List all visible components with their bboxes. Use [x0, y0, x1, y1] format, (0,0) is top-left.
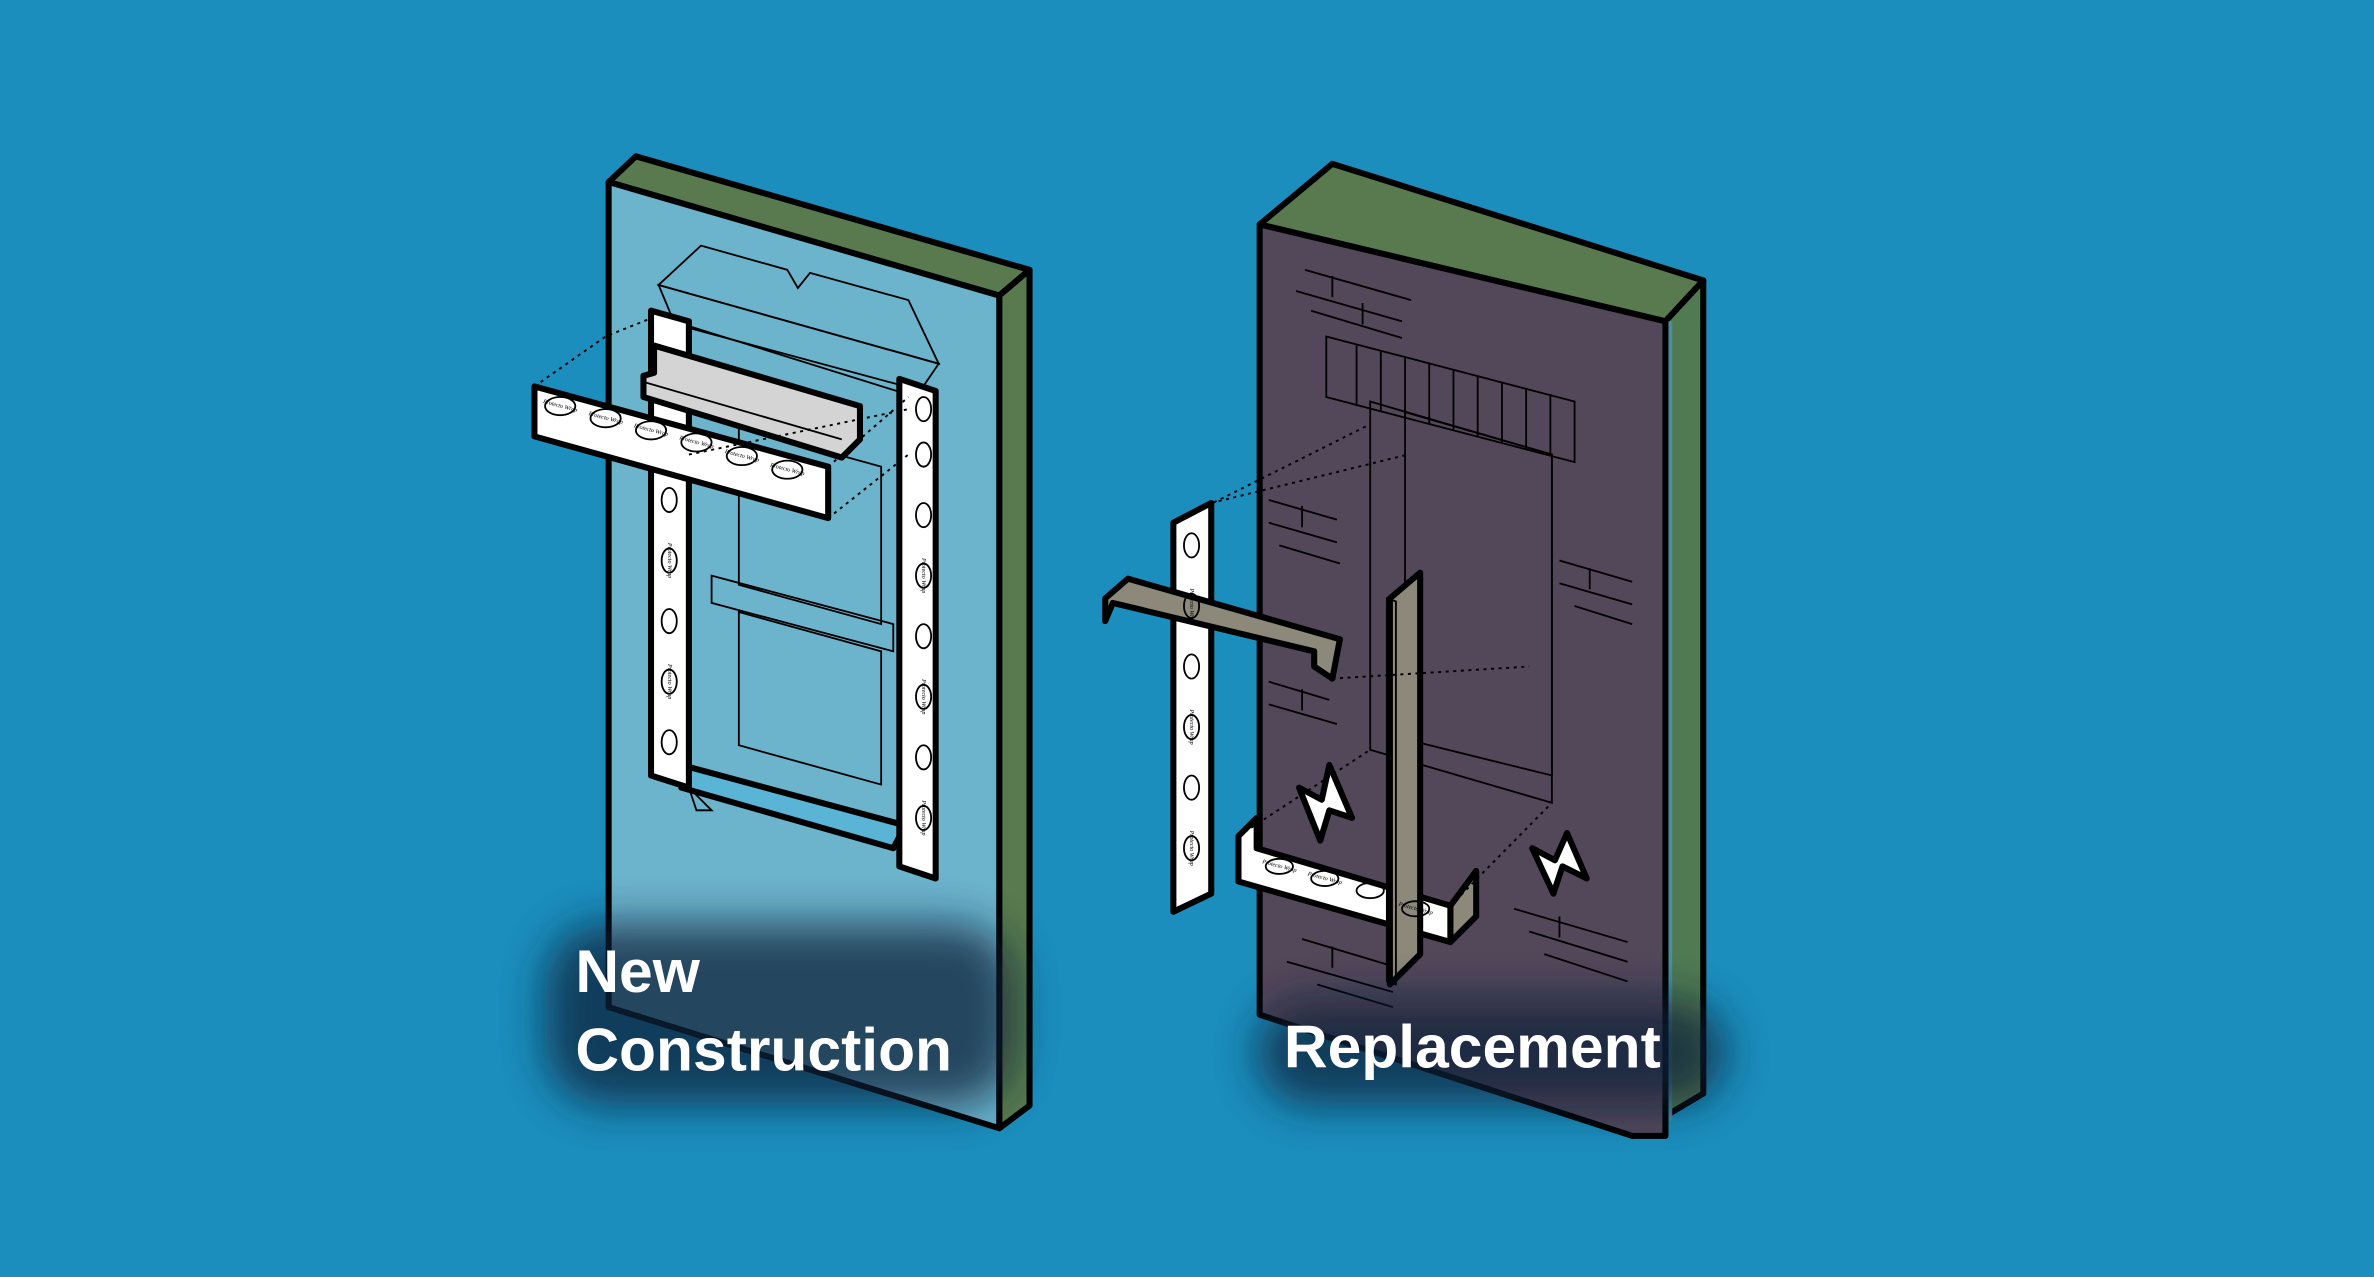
tape-logo-text: Protecto Wrap: [920, 557, 926, 593]
tape-sill-corners: [688, 786, 714, 812]
window-meeting-rail: [710, 574, 895, 653]
brick-lines: [1268, 268, 1633, 1009]
window-glass-lower: [737, 610, 883, 786]
new-construction-wall: Protecto Wrap Protecto Wrap Protecto Wra…: [531, 153, 1033, 1132]
tape-logo-text: Protecto Wrap: [1188, 587, 1194, 623]
label-replacement: Replacement: [1256, 999, 1726, 1106]
sill-end-dam: [1447, 867, 1480, 946]
corner-patch-right: [1529, 830, 1590, 897]
tape-logo-text: Protecto Wrap: [920, 799, 926, 835]
label-replacement-text: Replacement: [1284, 1013, 1661, 1081]
replacement-wall: Protecto Wrap Protecto Wrap Protecto Wra…: [1102, 160, 1707, 1139]
tape-logo-text: Protecto Wrap: [1188, 830, 1194, 866]
brick-wall-face: [1256, 221, 1669, 1139]
brick-lintel: [1325, 335, 1576, 464]
tape-logo-text: Protecto Wrap: [666, 663, 672, 699]
corner-patch-left: [1296, 761, 1356, 844]
label-new: New: [575, 937, 700, 1005]
label-new-construction: New Construction: [545, 923, 1015, 1106]
jamb-metal-flashing: [1386, 569, 1424, 988]
tape-logo-text: Protecto Wrap: [920, 678, 926, 714]
tape-logo-text: Protecto Wrap: [1188, 708, 1194, 744]
head-flap-outline: [656, 244, 941, 366]
label-construction: Construction: [575, 1016, 952, 1084]
jamb-metal-tape-face: [1385, 597, 1397, 986]
tape-logo-text: Protecto Wrap: [666, 542, 672, 578]
